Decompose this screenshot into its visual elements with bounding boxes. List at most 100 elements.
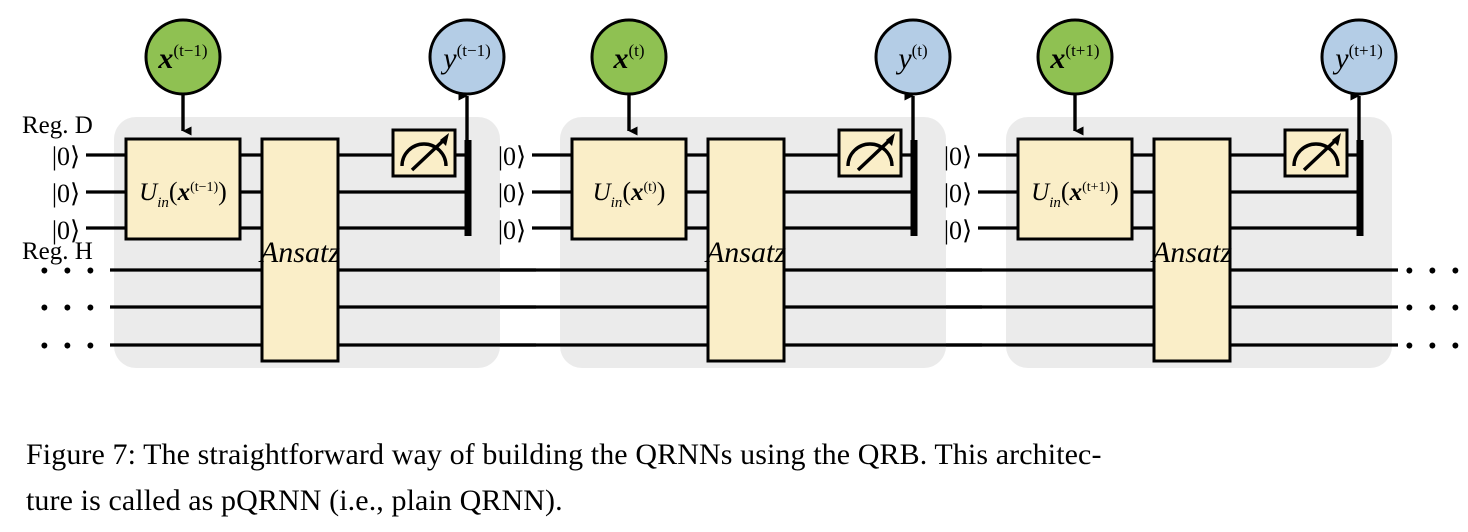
- u-symbol: U: [139, 179, 159, 206]
- qubit-ket-label: |0⟩: [944, 216, 972, 245]
- paren-open: (: [169, 177, 178, 206]
- d-register-ket-labels-initial: |0⟩ |0⟩ |0⟩: [52, 142, 80, 245]
- measurement-gate[interactable]: [837, 128, 903, 178]
- meter-icon-needle: [1302, 136, 1340, 172]
- figure-caption: Figure 7: The straightforward way of bui…: [26, 432, 1446, 524]
- encoding-gate-label: Uin(x(t)): [593, 177, 666, 211]
- ansatz-gate-label: Ansatz: [704, 236, 786, 269]
- meter-icon-needle-tip: [886, 133, 895, 146]
- qubit-ket-label: |0⟩: [498, 142, 526, 171]
- output-node-y-t-plus-1[interactable]: y(t+1): [1320, 18, 1398, 96]
- qubit-ket-label: |0⟩: [944, 142, 972, 171]
- ansatz-gate-box[interactable]: [706, 137, 786, 363]
- y-symbol: y: [440, 42, 457, 75]
- in-subscript: in: [157, 195, 169, 211]
- encoding-gate-box[interactable]: [124, 137, 242, 241]
- y-symbol: y: [895, 42, 912, 75]
- time-superscript: (t): [912, 41, 928, 60]
- input-node-label: x(t+1): [1049, 41, 1099, 75]
- x-symbol: x: [157, 42, 173, 75]
- ellipsis-dots: • • •: [40, 258, 99, 285]
- time-superscript: (t−1): [457, 41, 491, 60]
- paren-open: (: [1061, 177, 1070, 206]
- input-node-circle[interactable]: [590, 18, 668, 96]
- ansatz-gate-box[interactable]: [1152, 137, 1232, 363]
- meter-icon-needle: [856, 136, 894, 172]
- ansatz-gate-label: Ansatz: [1150, 236, 1232, 269]
- u-symbol: U: [593, 179, 613, 206]
- time-superscript: (t+1): [1349, 41, 1383, 60]
- ellipsis-dots: • • •: [1405, 333, 1464, 360]
- ellipsis-dots: • • •: [40, 333, 99, 360]
- paren-close: ): [218, 177, 227, 206]
- block-t: |0⟩ |0⟩ |0⟩ Uin(x(t)) Ansatz: [498, 18, 982, 368]
- qubit-ket-label: |0⟩: [52, 179, 80, 208]
- qubit-ket-label: |0⟩: [498, 179, 526, 208]
- ellipsis-dots: • • •: [40, 295, 99, 322]
- input-node-x-t-minus-1[interactable]: x(t−1): [144, 18, 222, 96]
- encoding-gate-box[interactable]: [570, 137, 688, 241]
- ellipsis-dots: • • •: [1405, 295, 1464, 322]
- x-symbol: x: [1069, 179, 1083, 206]
- paren-close: ): [1110, 177, 1119, 206]
- x-symbol: x: [612, 42, 628, 75]
- register-labels: Reg. D Reg. H: [22, 112, 93, 265]
- qubit-ket-label: |0⟩: [498, 216, 526, 245]
- time-superscript: (t−1): [173, 41, 207, 60]
- ansatz-gate-box[interactable]: [260, 137, 340, 363]
- meter-icon-arc: [400, 142, 448, 167]
- x-symbol: x: [630, 179, 644, 206]
- meter-icon-needle-tip: [440, 133, 449, 146]
- input-node-label: x(t): [612, 41, 644, 75]
- in-subscript: in: [611, 195, 623, 211]
- qubit-ket-label: |0⟩: [52, 216, 80, 245]
- ansatz-gate-label: Ansatz: [258, 236, 340, 269]
- y-symbol: y: [1332, 42, 1349, 75]
- input-node-x-t-plus-1[interactable]: x(t+1): [1036, 18, 1114, 96]
- output-node-circle[interactable]: [874, 18, 952, 96]
- caption-line-1: Figure 7: The straightforward way of bui…: [26, 438, 1102, 471]
- measurement-gate[interactable]: [1283, 128, 1349, 178]
- measurement-gate[interactable]: [391, 128, 457, 178]
- time-superscript: (t): [644, 180, 658, 195]
- time-superscript: (t−1): [190, 180, 218, 195]
- u-symbol: U: [1031, 179, 1051, 206]
- qubit-ket-label: |0⟩: [52, 142, 80, 171]
- input-node-label: x(t−1): [157, 41, 207, 75]
- encoding-gate-label: Uin(x(t−1)): [139, 177, 227, 211]
- caption-line-2: ture is called as pQRNN (i.e., plain QRN…: [26, 484, 563, 517]
- encoding-gate-box[interactable]: [1016, 137, 1134, 241]
- in-subscript: in: [1049, 195, 1061, 211]
- paren-open: (: [622, 177, 631, 206]
- input-node-x-t[interactable]: x(t): [590, 18, 668, 96]
- h-register-trailing-ellipsis: • • • • • • • • •: [1405, 258, 1464, 360]
- input-node-circle[interactable]: [144, 18, 222, 96]
- time-superscript: (t+1): [1082, 180, 1110, 195]
- output-node-y-t-minus-1[interactable]: y(t−1): [428, 18, 506, 96]
- meter-icon-arc: [1292, 142, 1340, 167]
- reg-h-label: Reg. H: [22, 238, 93, 265]
- ellipsis-dots: • • •: [1405, 258, 1464, 285]
- block-t-minus-1: Uin(x(t−1)) Ansatz x(t−1): [86, 18, 536, 368]
- d-register-ket-labels: |0⟩ |0⟩ |0⟩: [944, 142, 972, 245]
- meter-icon-arc: [846, 142, 894, 167]
- x-symbol: x: [177, 179, 191, 206]
- quantum-circuit-diagram: Uin(x(t−1)) Ansatz x(t−1): [22, 18, 1464, 368]
- input-node-circle[interactable]: [1036, 18, 1114, 96]
- time-superscript: (t+1): [1065, 41, 1099, 60]
- output-node-y-t[interactable]: y(t): [874, 18, 952, 96]
- output-node-label: y(t): [895, 41, 927, 75]
- reg-d-label: Reg. D: [22, 112, 93, 139]
- h-register-leading-ellipsis: • • • • • • • • •: [40, 258, 99, 360]
- x-symbol: x: [1049, 42, 1065, 75]
- d-register-ket-labels: |0⟩ |0⟩ |0⟩: [498, 142, 526, 245]
- encoding-gate-label: Uin(x(t+1)): [1031, 177, 1119, 211]
- block-t-plus-1: |0⟩ |0⟩ |0⟩ Uin(x(t+1)) Ansatz: [944, 18, 1398, 368]
- meter-icon-needle: [410, 136, 448, 172]
- qubit-ket-label: |0⟩: [944, 179, 972, 208]
- output-node-circle[interactable]: [428, 18, 506, 96]
- time-superscript: (t): [628, 41, 644, 60]
- output-node-circle[interactable]: [1320, 18, 1398, 96]
- output-node-label: y(t+1): [1332, 41, 1382, 75]
